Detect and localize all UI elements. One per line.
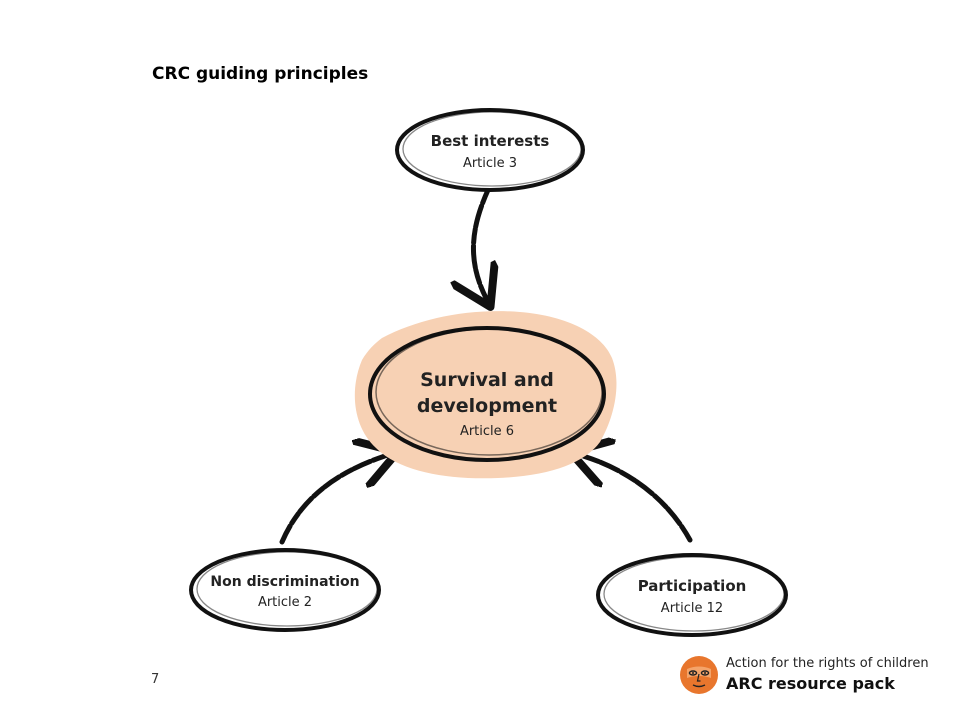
top-node-subtitle: Article 3 bbox=[463, 156, 517, 171]
top-node-ellipse bbox=[395, 108, 585, 192]
footer-tagline: Action for the rights of children bbox=[726, 656, 929, 671]
right-node-subtitle: Article 12 bbox=[661, 601, 723, 616]
right-node-title: Participation bbox=[638, 577, 747, 595]
footer-brand: ARC resource pack bbox=[726, 674, 895, 693]
top-node: Best interests Article 3 bbox=[395, 108, 585, 192]
arrow-top-to-center bbox=[473, 187, 488, 298]
left-node-subtitle: Article 2 bbox=[258, 595, 312, 610]
left-node-ellipse bbox=[189, 548, 381, 632]
center-node-ellipse bbox=[368, 326, 606, 462]
center-node-title-line2: development bbox=[417, 395, 557, 417]
page-title: CRC guiding principles bbox=[152, 64, 369, 84]
top-node-title: Best interests bbox=[431, 132, 550, 150]
arrow-left-to-center bbox=[279, 455, 388, 545]
footer-logo: Action for the rights of children ARC re… bbox=[676, 652, 946, 698]
center-node-background bbox=[354, 311, 617, 479]
left-node-title: Non discrimination bbox=[210, 574, 359, 590]
center-node-subtitle: Article 6 bbox=[460, 424, 514, 439]
arrow-right-to-center bbox=[580, 455, 693, 543]
right-node: Participation Article 12 bbox=[596, 553, 788, 637]
right-node-ellipse bbox=[596, 553, 788, 637]
page-number: 7 bbox=[151, 672, 160, 687]
center-node-title-line1: Survival and bbox=[420, 369, 554, 391]
face-logo-icon bbox=[680, 656, 718, 694]
center-node: Survival and development Article 6 bbox=[354, 311, 617, 479]
left-node: Non discrimination Article 2 bbox=[189, 548, 381, 632]
